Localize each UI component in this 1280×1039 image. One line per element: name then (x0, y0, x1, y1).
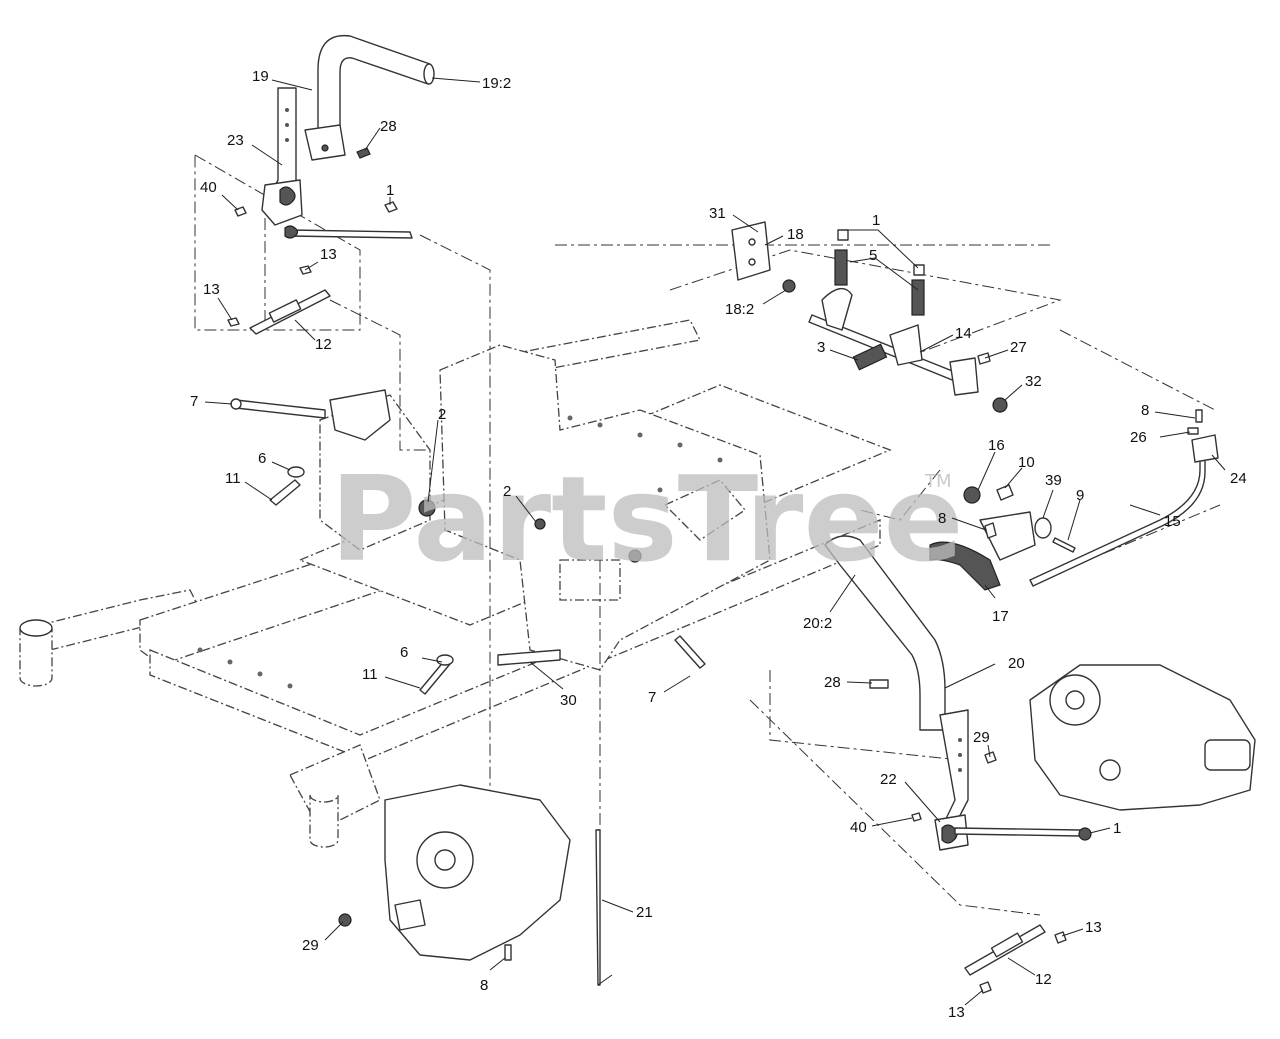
watermark-trademark: TM (924, 471, 952, 492)
callout-label: 3 (817, 339, 825, 356)
callout-label: 1 (872, 212, 880, 229)
callout-label: 13 (320, 246, 337, 263)
callout-label: 23 (227, 132, 244, 149)
callout-label: 8 (938, 510, 946, 527)
callout-label: 28 (824, 674, 841, 691)
callout-label: 9 (1076, 487, 1084, 504)
callout-label: 22 (880, 771, 897, 788)
callout-label: 14 (955, 325, 972, 342)
callout-label: 13 (203, 281, 220, 298)
callout-label: 2 (503, 483, 511, 500)
callout-label: 26 (1130, 429, 1147, 446)
left-control-assembly (227, 34, 436, 517)
callout-label: 40 (850, 819, 867, 836)
callout-label: 15 (1164, 513, 1181, 530)
right-control-assembly (824, 535, 1092, 994)
callout-label: 10 (1018, 454, 1035, 471)
callout-label: 1 (386, 182, 394, 199)
callout-label: 6 (400, 644, 408, 661)
callout-label: 30 (560, 692, 577, 709)
callout-label: 5 (869, 247, 877, 264)
watermark-text: PartsTree (330, 450, 964, 588)
left-transmission (338, 784, 571, 961)
callout-label: 7 (648, 689, 656, 706)
callout-label: 8 (480, 977, 488, 994)
callout-label: 8 (1141, 402, 1149, 419)
callout-label: 7 (190, 393, 198, 410)
callout-label: 19 (252, 68, 269, 85)
callout-label: 40 (200, 179, 217, 196)
callout-label: 17 (992, 608, 1009, 625)
callout-label: 12 (1035, 971, 1052, 988)
callout-label: 21 (636, 904, 653, 921)
brake-linkage-assembly (731, 221, 1008, 413)
callout-label: 29 (973, 729, 990, 746)
callout-label: 19:2 (482, 75, 511, 92)
callout-label: 20:2 (803, 615, 832, 632)
cable-and-misc (419, 518, 706, 986)
callout-label: 18 (787, 226, 804, 243)
callout-label: 20 (1008, 655, 1025, 672)
callout-label: 31 (709, 205, 726, 222)
callout-label: 18:2 (725, 301, 754, 318)
leader-lines (204, 77, 1226, 1006)
callout-label: 32 (1025, 373, 1042, 390)
callout-label: 11 (362, 666, 378, 683)
callout-label: 11 (225, 470, 241, 487)
callout-label: 6 (258, 450, 266, 467)
callout-label: 27 (1010, 339, 1027, 356)
callout-label: 16 (988, 437, 1005, 454)
callout-label: 13 (1085, 919, 1102, 936)
right-transmission (1029, 664, 1256, 811)
callout-label: 1 (1113, 820, 1121, 837)
callout-label: 28 (380, 118, 397, 135)
callout-label: 29 (302, 937, 319, 954)
callout-label: 39 (1045, 472, 1062, 489)
chassis-frame (19, 319, 892, 848)
pedal-assembly (929, 409, 1219, 591)
callout-label: 12 (315, 336, 332, 353)
callout-label: 24 (1230, 470, 1247, 487)
callout-label: 2 (438, 406, 446, 423)
callout-label: 13 (948, 1004, 965, 1021)
callout-labels: 19 19:2 28 23 40 1 13 13 12 31 18 18:2 1… (190, 68, 1247, 1021)
